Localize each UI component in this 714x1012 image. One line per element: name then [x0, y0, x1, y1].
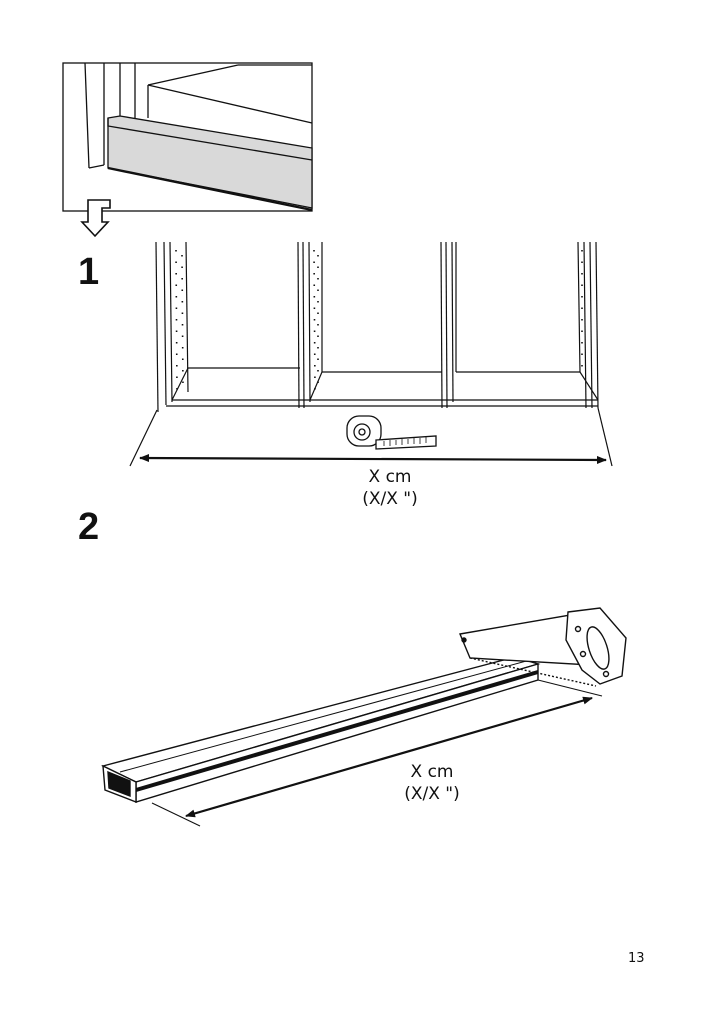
measurement-label-step-2: X cm (X/X ")	[372, 761, 492, 805]
measurement-label-step-1: X cm (X/X ")	[330, 466, 450, 510]
step-number-1: 1	[78, 251, 100, 293]
page-number: 13	[628, 951, 645, 966]
dimension-arrow-step-2	[151, 679, 603, 827]
cabinet-frames-illustration	[129, 241, 613, 467]
measurement-inches: (X/X ")	[404, 784, 460, 804]
dimension-arrow-step-1	[139, 454, 607, 464]
plinth-detail-icon	[62, 62, 313, 212]
measurement-cm: X cm	[368, 467, 412, 487]
saw-icon	[459, 607, 627, 687]
tape-measure-icon	[346, 415, 437, 450]
step-number-2: 2	[78, 506, 100, 548]
down-arrow-icon	[80, 199, 111, 238]
measurement-cm: X cm	[410, 762, 454, 782]
measurement-inches: (X/X ")	[362, 489, 418, 509]
